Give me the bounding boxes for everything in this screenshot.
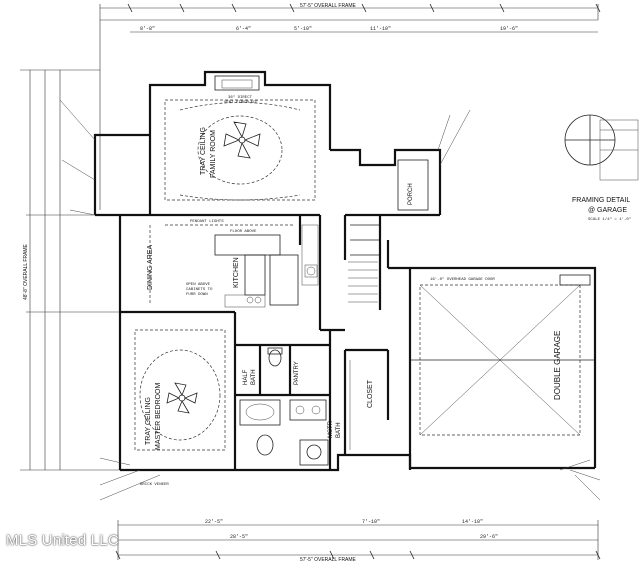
dim-bottom-4: 29'-6" [480,534,498,540]
fireplace-note-1: 36" DIRECT [228,95,253,100]
dining-area-label: DINING AREA [147,245,154,290]
framing-detail-title-2: @ GARAGE [588,207,627,214]
dim-top-1: 8'-8" [140,26,155,32]
dim-bottom-2: 7'-10" [362,519,380,525]
bottom-overall-label: 57'-5" OVERALL FRAME [300,557,357,563]
mstr-bath-label-2: BATH [336,422,342,438]
double-garage-label: DOUBLE GARAGE [553,331,562,400]
open-above-note-3: FURR DOWN [186,293,208,297]
left-overall-label: 48'-8" OVERALL FRAME [23,243,29,300]
dim-top-2: 6'-4" [236,26,251,32]
top-overall-label: 57'-5" OVERALL FRAME [300,3,357,9]
framing-detail [564,114,639,181]
pantry-label: PANTRY [294,361,300,385]
master-bedroom-label: MASTER BEDROOM [155,383,162,450]
exterior-walls [93,70,597,472]
bedroom-fan-icon [166,382,198,414]
master-tray-label: TRAY CEILING [145,397,152,445]
dim-bottom-total: 28'-5" [230,534,248,540]
annotation-callouts [59,99,601,501]
family-room-label: FAMILY ROOM [210,130,217,178]
family-room-tray-label: TRAY CEILING [200,127,207,175]
watermark: MLS United LLC [6,532,119,549]
open-above-note-1: OPEN ABOVE [186,283,211,287]
ceiling-fan-icon [223,121,261,159]
brick-veneer-note: BRICK VENEER [140,483,169,487]
kitchen-fixtures [149,224,319,308]
dim-bottom-1: 22'-5" [205,519,223,525]
stairs [348,261,378,303]
dim-top-5: 19'-6" [500,26,518,32]
dim-bottom-3: 14'-10" [462,519,483,525]
bath-fixtures [239,347,351,466]
interior-walls [120,215,390,470]
dim-top-3: 5'-10" [294,26,312,32]
master-bedroom-fixtures [134,329,226,451]
pendant-lights-note: PENDANT LIGHTS [190,220,224,224]
framing-detail-title-1: FRAMING DETAIL [572,197,630,204]
closet-label: CLOSET [367,379,374,408]
dim-top-4: 11'-10" [370,26,391,32]
framing-detail-scale: SCALE 1/4" = 1'-0" [588,217,631,222]
garage-fixtures [410,274,595,436]
mstr-bath-label-1: MSTR [328,420,334,438]
porch-area [397,159,429,211]
floor-above-note: FLOOR ABOVE [230,230,257,234]
half-bath-label-2: BATH [251,369,257,385]
family-room-fixtures [164,75,316,201]
kitchen-label: KITCHEN [233,257,240,288]
porch-label: PORCH [408,183,414,205]
dimension-lines [20,3,601,560]
half-bath-label-1: HALF [243,369,249,385]
fireplace-note-2: VENT FIREPLACE [224,101,258,105]
overhead-door-note: 16'-0" OVERHEAD GARAGE DOOR [430,277,495,282]
open-above-note-2: CABINETS TO [186,288,213,292]
